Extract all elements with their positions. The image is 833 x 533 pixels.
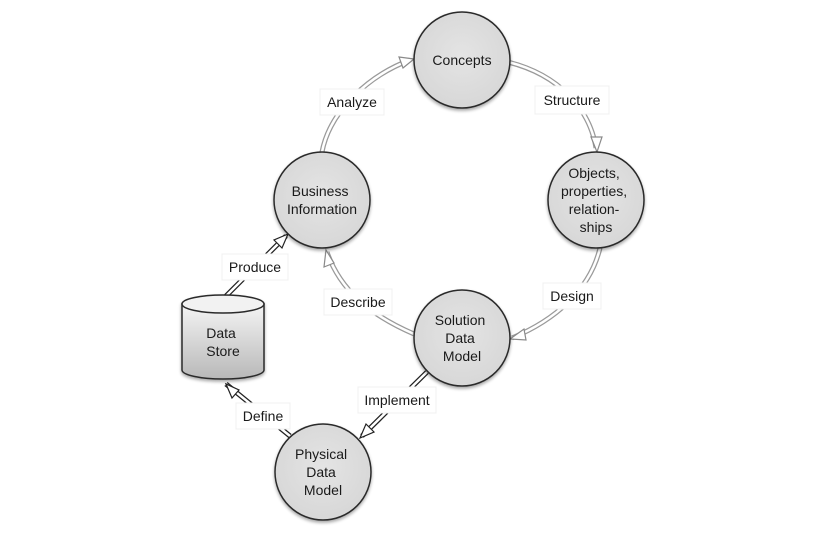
data-store-cylinder-top <box>181 294 265 314</box>
node-physical-line: Data <box>306 464 336 480</box>
edge-label-describe-text: Describe <box>330 294 385 310</box>
node-concepts-line: Concepts <box>432 52 491 68</box>
node-business-line: Business <box>292 183 349 199</box>
node-objects-line: relation- <box>569 201 620 217</box>
arrowhead-produce <box>272 232 290 250</box>
node-business-information: Business Information <box>273 151 371 249</box>
node-business-line: Information <box>287 201 357 217</box>
node-solution-line: Model <box>443 348 481 364</box>
edge-label-describe: Describe <box>323 288 393 316</box>
node-concepts: Concepts <box>413 11 511 109</box>
arrowhead-define <box>224 382 240 400</box>
edge-label-produce-text: Produce <box>229 259 281 275</box>
svg-text:Business Information: Business Information <box>287 183 357 217</box>
node-solution-line: Data <box>445 330 475 346</box>
edge-label-produce: Produce <box>221 253 289 281</box>
node-objects-properties-relationships: Objects, properties, relation- ships <box>547 151 645 249</box>
node-data-store: Data Store <box>181 294 265 380</box>
edge-label-define: Define <box>235 402 291 430</box>
svg-text:Data Store: Data Store <box>206 325 240 359</box>
svg-text:Concepts: Concepts <box>432 52 491 68</box>
node-physical-line: Physical <box>295 446 347 462</box>
data-store-cylinder-body <box>181 303 265 380</box>
edge-label-structure: Structure <box>534 85 610 115</box>
edge-label-structure-text: Structure <box>544 92 601 108</box>
node-objects-line: properties, <box>561 183 627 199</box>
edge-label-define-text: Define <box>243 408 284 424</box>
node-physical-data-model: Physical Data Model <box>274 423 372 521</box>
svg-text:Objects, properties,: Objects, properties, relation- ships <box>561 165 631 235</box>
edge-label-design-text: Design <box>550 288 594 304</box>
node-physical-line: Model <box>304 482 342 498</box>
edge-label-implement-text: Implement <box>364 392 429 408</box>
arrowhead-describe <box>323 248 335 268</box>
svg-text:Solution Data: Solution Data Model <box>435 312 489 364</box>
edge-label-analyze: Analyze <box>319 88 385 116</box>
arrowhead-implement <box>358 422 376 440</box>
edge-label-design: Design <box>542 282 602 310</box>
arrowhead-structure <box>590 136 603 154</box>
node-solution-data-model: Solution Data Model <box>413 289 511 387</box>
node-objects-line: Objects, <box>568 165 619 181</box>
node-solution-line: Solution <box>435 312 486 328</box>
node-datastore-line: Data <box>206 325 236 341</box>
edge-label-implement: Implement <box>357 386 437 414</box>
svg-text:Physical Data: Physical Data Model <box>295 446 351 498</box>
node-datastore-line: Store <box>206 343 240 359</box>
arrowhead-analyze <box>398 56 416 70</box>
edge-label-analyze-text: Analyze <box>327 94 377 110</box>
node-objects-line: ships <box>580 219 613 235</box>
arrowhead-design <box>508 327 527 341</box>
